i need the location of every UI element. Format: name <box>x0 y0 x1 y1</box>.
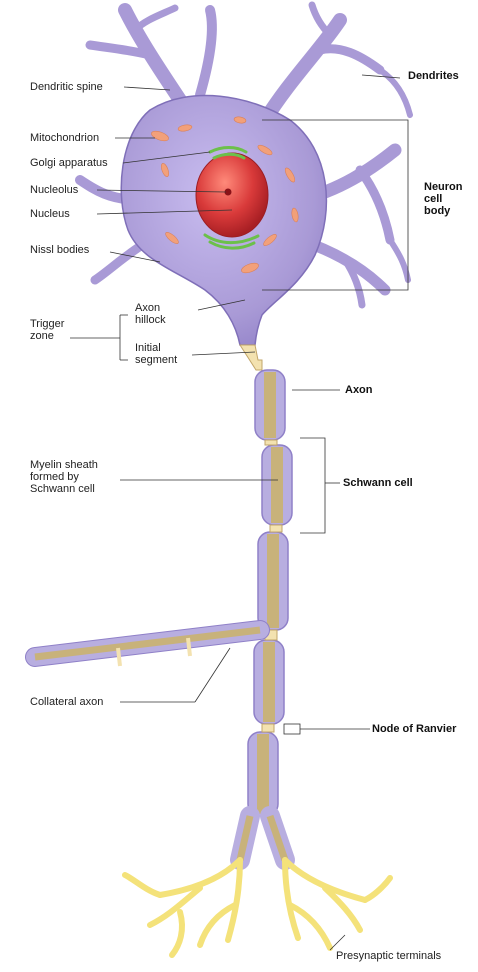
axon-hillock-shape <box>240 345 262 370</box>
label-golgi-apparatus: Golgi apparatus <box>30 157 108 169</box>
collateral-axon-shape <box>35 630 260 666</box>
label-dendritic-spine: Dendritic spine <box>30 81 103 93</box>
label-myelin-sheath: Myelin sheath formed by Schwann cell <box>30 459 98 495</box>
nucleus-shape <box>196 153 268 237</box>
label-node-of-ranvier: Node of Ranvier <box>372 723 456 735</box>
axon-split <box>240 816 285 860</box>
label-initial-segment: Initial segment <box>135 342 177 366</box>
label-axon-hillock: Axon hillock <box>135 302 166 326</box>
label-axon: Axon <box>345 384 373 396</box>
label-nissl-bodies: Nissl bodies <box>30 244 89 256</box>
label-nucleus: Nucleus <box>30 208 70 220</box>
myelin-segments <box>248 370 292 816</box>
label-dendrites: Dendrites <box>408 70 459 82</box>
label-schwann-cell: Schwann cell <box>343 477 413 489</box>
label-presynaptic-terminals: Presynaptic terminals <box>336 950 441 962</box>
label-neuron-cell-body: Neuron cell body <box>424 181 463 217</box>
label-collateral-axon: Collateral axon <box>30 696 103 708</box>
label-trigger-zone: Trigger zone <box>30 318 64 342</box>
label-mitochondrion: Mitochondrion <box>30 132 99 144</box>
presynaptic-terminals-shape <box>125 860 390 955</box>
label-nucleolus: Nucleolus <box>30 184 78 196</box>
